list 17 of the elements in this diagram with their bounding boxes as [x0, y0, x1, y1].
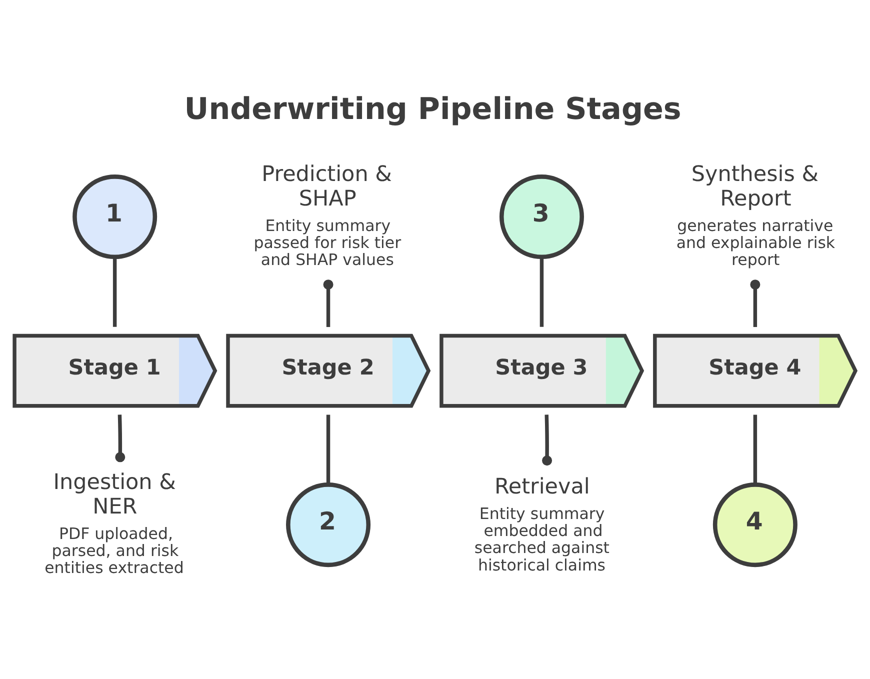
node-circle: 1	[72, 174, 158, 259]
connector	[112, 256, 117, 326]
connector	[540, 256, 544, 326]
node-text: Ingestion & NER PDF uploaded, parsed, and risk entities extracted	[44, 469, 184, 577]
connector	[750, 279, 760, 327]
connector	[326, 414, 330, 484]
node-text: Synthesis & Report generates narrative and explainable risk report	[676, 161, 836, 269]
connector	[753, 414, 758, 484]
node-circle: 4	[712, 482, 798, 567]
connector	[542, 414, 552, 466]
node-text: Prediction & SHAP Entity summary passed for risk tier and SHAP values	[254, 161, 402, 269]
node-circle: 2	[286, 482, 371, 567]
node-text: Retrieval Entity summary embedded and searched against historical claims	[474, 474, 610, 574]
node-circle: 3	[499, 174, 584, 259]
diagram-title: Underwriting Pipeline Stages	[184, 92, 682, 127]
connector	[323, 279, 334, 327]
connector	[115, 414, 126, 462]
